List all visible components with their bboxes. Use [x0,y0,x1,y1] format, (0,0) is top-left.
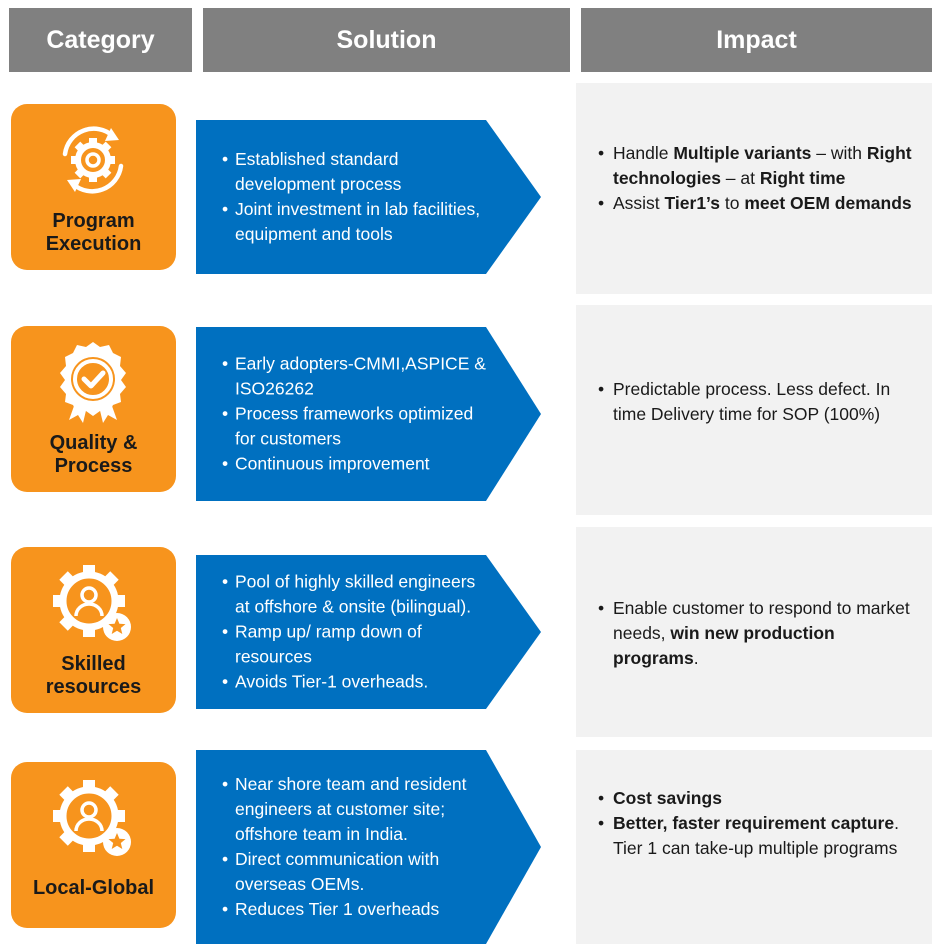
solution-list: Early adopters-CMMI,ASPICE & ISO26262 Pr… [222,352,491,477]
gear-person-star-icon [53,780,131,856]
impact-text: . Tier 1 can take-up multiple programs [613,813,899,858]
gear-person-star-icon [53,565,131,641]
solution-item: Avoids Tier-1 overheads. [222,670,491,695]
category-card-quality-process: Quality & Process [11,326,176,492]
category-label: Program Execution [45,210,142,255]
impact-item: Predictable process. Less defect. In tim… [598,377,918,427]
gear-cycle-icon [62,126,124,194]
impact-text: . [693,648,699,668]
impact-box-2: Predictable process. Less defect. In tim… [576,305,932,515]
solution-arrow-4: Near shore team and resident engineers a… [196,750,541,944]
category-card-program-execution: Program Execution [11,104,176,270]
impact-box-4: Cost savingsBetter, faster requirement c… [576,750,932,944]
impact-item: Assist Tier1’s to meet OEM demands [598,191,918,216]
solution-item: Joint investment in lab facilities, equi… [222,197,491,247]
impact-list: Enable customer to respond to market nee… [598,596,918,671]
solution-list: Near shore team and resident engineers a… [222,772,491,922]
impact-list: Handle Multiple variants – with Right te… [598,141,918,216]
solution-item: Reduces Tier 1 overheads [222,897,491,922]
impact-box-1: Handle Multiple variants – with Right te… [576,83,932,294]
solution-item: Direct communication with overseas OEMs. [222,847,491,897]
solution-item: Pool of highly skilled engineers at offs… [222,570,491,620]
category-card-skilled-resources: Skilled resources [11,547,176,713]
solution-list: Established standard development process… [222,147,491,247]
category-label: Quality & Process [49,432,138,477]
solution-item: Near shore team and resident engineers a… [222,772,491,847]
header-category: Category [9,8,192,72]
solution-list: Pool of highly skilled engineers at offs… [222,570,491,695]
category-label: Skilled resources [45,653,142,698]
impact-text-bold: Right technologies [613,143,912,188]
impact-text: Enable customer to respond to market nee… [613,598,910,643]
impact-text-bold: Cost savings [613,788,722,808]
impact-text-bold: Tier1’s [664,193,721,213]
solution-arrow-3: Pool of highly skilled engineers at offs… [196,555,541,709]
impact-item: Better, faster requirement capture. Tier… [598,811,918,861]
impact-text: – with [811,143,867,163]
impact-text: Assist [613,193,665,213]
impact-text-bold: Multiple variants [673,143,812,163]
solution-item: Ramp up/ ramp down of resources [222,620,491,670]
category-card-local-global: Local-Global [11,762,176,928]
impact-item: Enable customer to respond to market nee… [598,596,918,671]
category-label: Local-Global [32,877,155,899]
impact-text: – at [720,168,760,188]
impact-text: Handle [613,143,674,163]
badge-check-icon [60,342,126,423]
impact-item: Cost savings [598,786,918,811]
solution-item: Early adopters-CMMI,ASPICE & ISO26262 [222,352,491,402]
solution-item: Process frameworks optimized for custome… [222,402,491,452]
solution-arrow-1: Established standard development process… [196,120,541,274]
impact-text-bold: Better, faster requirement capture [613,813,895,833]
impact-text-bold: win new production programs [613,623,835,668]
impact-text-bold: meet OEM demands [744,193,912,213]
impact-list: Cost savingsBetter, faster requirement c… [598,786,918,861]
impact-list: Predictable process. Less defect. In tim… [598,377,918,427]
solution-item: Continuous improvement [222,452,491,477]
header-impact: Impact [581,8,932,72]
impact-box-3: Enable customer to respond to market nee… [576,527,932,737]
solution-arrow-2: Early adopters-CMMI,ASPICE & ISO26262 Pr… [196,327,541,501]
impact-item: Handle Multiple variants – with Right te… [598,141,918,191]
impact-text: Predictable process. Less defect. In tim… [613,379,891,424]
impact-text: to [720,193,745,213]
solution-item: Established standard development process [222,147,491,197]
header-solution: Solution [203,8,570,72]
impact-text-bold: Right time [759,168,846,188]
